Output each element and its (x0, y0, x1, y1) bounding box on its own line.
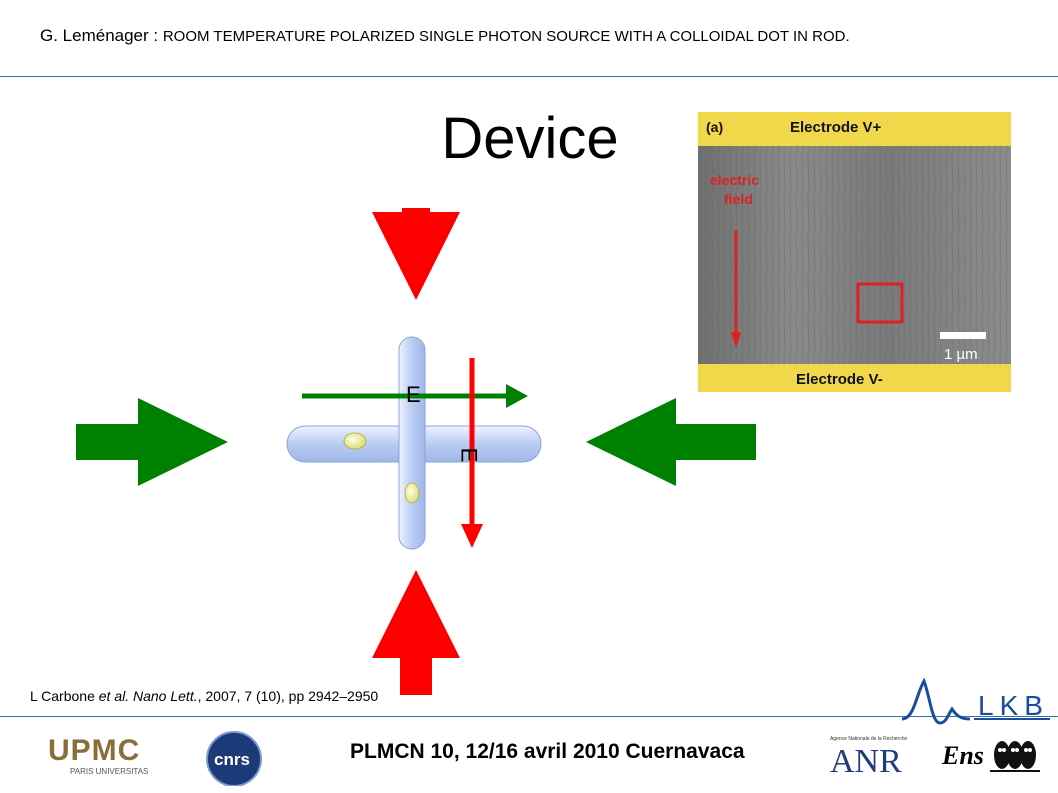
owl-emblem-logo (990, 741, 1040, 772)
green-arrow-left (76, 398, 228, 486)
citation-authors: L Carbone (30, 688, 99, 704)
scale-bar (940, 332, 986, 339)
footer-divider (0, 716, 1058, 717)
region-box (856, 282, 904, 324)
header-author: G. Leménager : (40, 26, 163, 45)
electrode-top-band (698, 112, 1011, 146)
upmc-logo-text: UPMC (48, 734, 140, 767)
ens-logo: Ens (941, 741, 984, 770)
citation: L Carbone et al. Nano Lett., 2007, 7 (10… (30, 688, 378, 704)
anr-logo-text: ANR (830, 743, 902, 780)
cnrs-logo: cnrs (206, 731, 262, 786)
citation-etal: et al. (98, 688, 130, 704)
footer-conference: PLMCN 10, 12/16 avril 2010 Cuernavaca (350, 740, 745, 763)
red-arrow-bottom (372, 570, 460, 695)
anr-logo-subtext: Agence Nationale de la Recherche (830, 736, 907, 742)
field-arrow-vertical (461, 358, 483, 548)
electrode-bottom-label: Electrode V- (796, 371, 883, 388)
anr-logo: ANR Agence Nationale de la Recherche (830, 736, 907, 780)
citation-details: , 2007, 7 (10), pp 2942–2950 (197, 688, 379, 704)
field-label-vertical-text: E (456, 447, 482, 463)
slide-title: Device (441, 106, 619, 171)
ens-logo-text: Ens (941, 741, 984, 770)
electrode-bottom-band (698, 364, 1011, 392)
nanorod-vertical (398, 336, 426, 550)
lkb-logo: LKB (901, 677, 1050, 725)
citation-journal: Nano Lett. (129, 688, 198, 704)
micrograph-panel-label: (a) (706, 119, 723, 135)
green-arrow-right (586, 398, 756, 486)
cnrs-logo-text: cnrs (214, 750, 250, 769)
electrode-top-label: Electrode V+ (790, 119, 882, 136)
lkb-logo-text: LKB (978, 690, 1049, 721)
header-title: ROOM TEMPERATURE POLARIZED SINGLE PHOTON… (162, 28, 850, 45)
sem-micrograph: (a) Electrode V+ Electrode V- electric f… (698, 112, 1011, 392)
field-text-line1: electric (710, 172, 759, 188)
upmc-logo: UPMC PARIS UNIVERSITAS (48, 734, 148, 776)
field-text-line2: field (724, 191, 753, 207)
upmc-logo-subtext: PARIS UNIVERSITAS (70, 767, 148, 776)
slide-header: G. Leménager : ROOM TEMPERATURE POLARIZE… (40, 26, 1050, 46)
field-label-vertical: E (455, 448, 481, 463)
header-divider (0, 76, 1058, 77)
field-label-horizontal: E (406, 382, 421, 407)
red-arrow-top (372, 208, 460, 300)
scale-bar-label: 1 µm (944, 346, 978, 363)
